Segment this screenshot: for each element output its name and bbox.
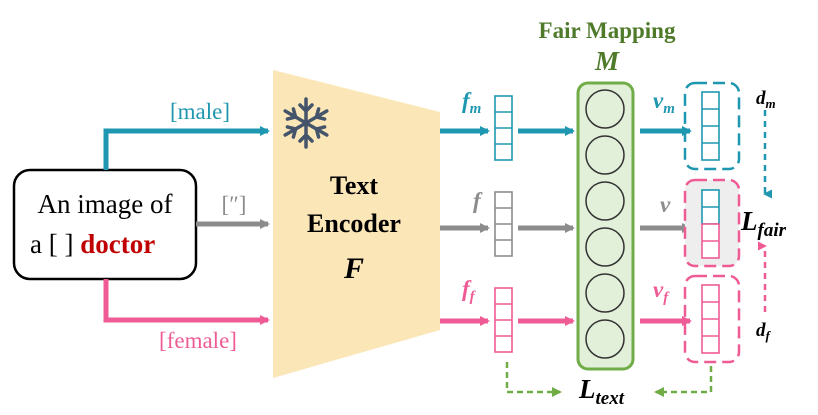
branch-label-neutral: [″]	[222, 192, 247, 217]
fair-mapping-symbol: M	[594, 46, 620, 76]
branch-label-male: [male]	[170, 99, 230, 124]
text-loss-arrow-right	[654, 366, 713, 397]
prompt-keyword-doctor: doctor	[80, 229, 155, 259]
output-group-male	[683, 81, 741, 171]
mapping-neurons	[585, 89, 625, 359]
output-label-vm: vm	[653, 88, 675, 117]
distance-label-dm: dm	[756, 88, 776, 111]
output-vector-female	[701, 284, 720, 354]
prompt-box	[12, 168, 198, 281]
text-loss-arrow-left	[505, 362, 562, 397]
fair-mapping-title: Fair Mapping	[539, 18, 676, 43]
output-group-female	[683, 274, 741, 364]
text-encoder-block	[273, 70, 440, 378]
feature-vector-male	[494, 95, 513, 161]
feature-label-fm: fm	[462, 88, 481, 117]
snowflake-icon	[283, 97, 329, 149]
output-label-v: v	[660, 192, 671, 217]
encoder-label-line2: Encoder	[307, 209, 401, 238]
encoder-label-line1: Text	[330, 171, 378, 200]
feature-vector-female	[494, 287, 513, 353]
loss-label-fair: Lfair	[740, 206, 787, 241]
branch-label-female: [female]	[159, 328, 237, 353]
output-label-vf: vf	[653, 277, 670, 306]
prompt-line2: a [ ] doctor	[30, 229, 155, 259]
female-branch-arrow	[103, 279, 270, 325]
feature-label-ff: ff	[462, 276, 477, 305]
prompt-line2-prefix: a [ ]	[30, 229, 73, 259]
feature-vector-neutral	[494, 191, 513, 257]
output-vector-male	[701, 91, 720, 161]
output-vector-neutral	[701, 189, 720, 259]
male-branch-arrow	[103, 126, 270, 170]
encoder-symbol: F	[343, 252, 364, 285]
distance-label-df: df	[756, 320, 772, 343]
loss-label-text: Ltext	[578, 374, 625, 409]
feature-label-f: f	[473, 188, 483, 213]
prompt-line1: An image of	[38, 189, 173, 219]
